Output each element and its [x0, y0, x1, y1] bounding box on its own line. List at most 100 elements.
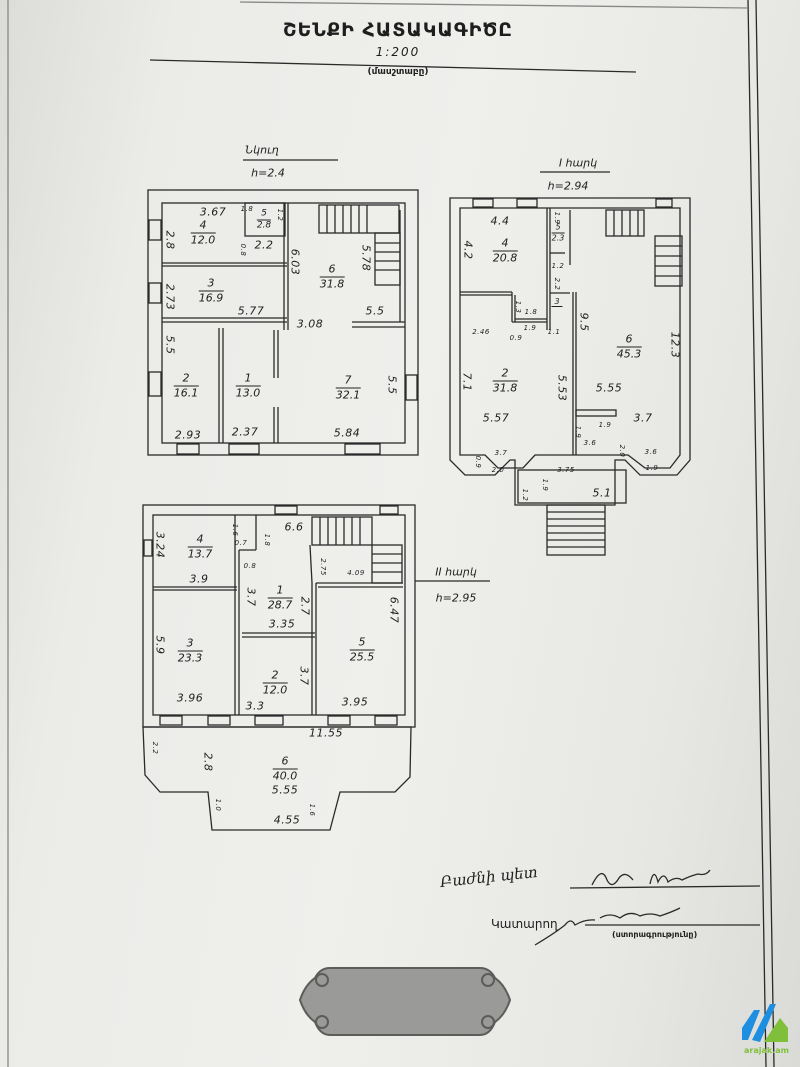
window [405, 374, 418, 401]
second-floor-name: II հարկ [435, 565, 477, 579]
dimension-label: 1.3 [514, 300, 522, 314]
room-number: 3 [198, 277, 224, 292]
room-area: 2.8 [256, 220, 272, 231]
dimension-label: 3.9 [189, 572, 209, 586]
room-number: 5 [349, 636, 375, 651]
window [472, 198, 494, 208]
dimension-label: 2.73 [163, 283, 177, 311]
room-area: 31.8 [492, 381, 518, 395]
dimension-label: 5.84 [333, 426, 361, 440]
room-number: 1 [235, 372, 261, 387]
dimension-label: 3.35 [268, 617, 296, 631]
window [143, 539, 153, 557]
dimension-label: 3.7 [494, 449, 508, 457]
dimension-label: 3.96 [176, 691, 204, 705]
first-floor-plan [449, 197, 691, 556]
window [148, 219, 162, 241]
dimension-label: 6.6 [284, 520, 304, 534]
dimension-label: 1.9 [523, 324, 537, 332]
room-number: 2 [173, 372, 199, 387]
dimension-label: 4.09 [347, 569, 365, 577]
dimension-label: 3.95 [341, 695, 369, 709]
room-number: 2 [262, 669, 288, 684]
room-area: 32.1 [335, 388, 361, 402]
window [228, 443, 260, 455]
dimension-label: 1.8 [240, 205, 254, 213]
dimension-label: 2.2 [254, 238, 274, 252]
room-area: 2.3 [551, 233, 565, 243]
first-floor-height: h=2.94 [547, 179, 589, 193]
dimension-label: 2.0 [618, 444, 626, 458]
room-area: 20.8 [492, 251, 518, 265]
room-number: 4 [492, 237, 518, 252]
dimension-label: 1.9 [574, 425, 582, 439]
dimension-label: 2.93 [174, 428, 202, 442]
dimension-label: 0.9 [474, 455, 482, 469]
dimension-label: 2.2 [553, 277, 561, 291]
dimension-label: 1.2 [521, 488, 529, 502]
window [374, 715, 398, 726]
room-number: 5 [256, 209, 272, 221]
dimension-label: 5.5 [365, 304, 385, 318]
dimension-label: 11.55 [309, 726, 343, 740]
room-area: 13.7 [187, 547, 213, 561]
window [379, 505, 399, 515]
dimension-label: 1.9 [645, 464, 659, 472]
room-number: 5 [551, 223, 565, 234]
dimension-label: 2.37 [231, 425, 259, 439]
dimension-label: 5.57 [482, 411, 510, 425]
dimension-label: 1.9 [541, 478, 549, 492]
signature-marks [534, 869, 711, 946]
document-title: ՇԵՆՔԻ ՀԱՏԱԿԱԳԻԾԸ [283, 19, 513, 41]
scale-value: 1:200 [375, 45, 421, 59]
room-area: 16.1 [173, 386, 199, 400]
dimension-label: 1.0 [214, 798, 222, 812]
dimension-label: 1.9 [553, 211, 561, 225]
dimension-label: 3.7 [297, 666, 311, 686]
basement-name: Նկուղ [245, 143, 279, 157]
window [148, 282, 162, 304]
dimension-label: 0.8 [243, 562, 257, 570]
window [207, 715, 231, 726]
room-number: 2 [492, 367, 518, 382]
dimension-label: 2.8 [201, 752, 215, 772]
dimension-label: 5.78 [359, 244, 373, 272]
dimension-label: 5.55 [271, 783, 299, 797]
basement-stairs [318, 204, 401, 286]
dimension-label: 4.4 [490, 214, 510, 228]
first-floor-stairs [605, 209, 683, 287]
dimension-label: 1.2 [276, 208, 284, 222]
room-number: 1 [267, 584, 293, 599]
room-area: 12.0 [190, 233, 216, 247]
dimension-label: 3.6 [644, 448, 658, 456]
dimension-label: 0.7 [234, 539, 248, 547]
dimension-label: 12.3 [668, 331, 682, 359]
second-floor-plan [142, 504, 416, 831]
room-area: 45.3 [616, 347, 642, 361]
frame-right-line-2 [755, 0, 775, 1067]
room-label: 3 [551, 297, 563, 307]
room-area: 13.0 [235, 386, 261, 400]
dimension-label: 5.53 [555, 374, 569, 402]
dimension-label: 4.2 [461, 240, 475, 260]
window [176, 443, 200, 455]
dimension-label: 5.5 [163, 335, 177, 355]
watermark-text: arajak.am [744, 1046, 789, 1055]
dimension-label: 1.6 [231, 523, 239, 537]
dimension-label: 2.46 [472, 328, 490, 336]
dimension-label: 3.08 [296, 317, 324, 331]
basement-plan [147, 189, 419, 456]
dimension-label: 3.3 [245, 699, 265, 713]
dimension-label: 1.8 [524, 308, 538, 316]
dimension-label: 4.55 [273, 813, 301, 827]
dimension-label: 3.75 [557, 466, 575, 474]
